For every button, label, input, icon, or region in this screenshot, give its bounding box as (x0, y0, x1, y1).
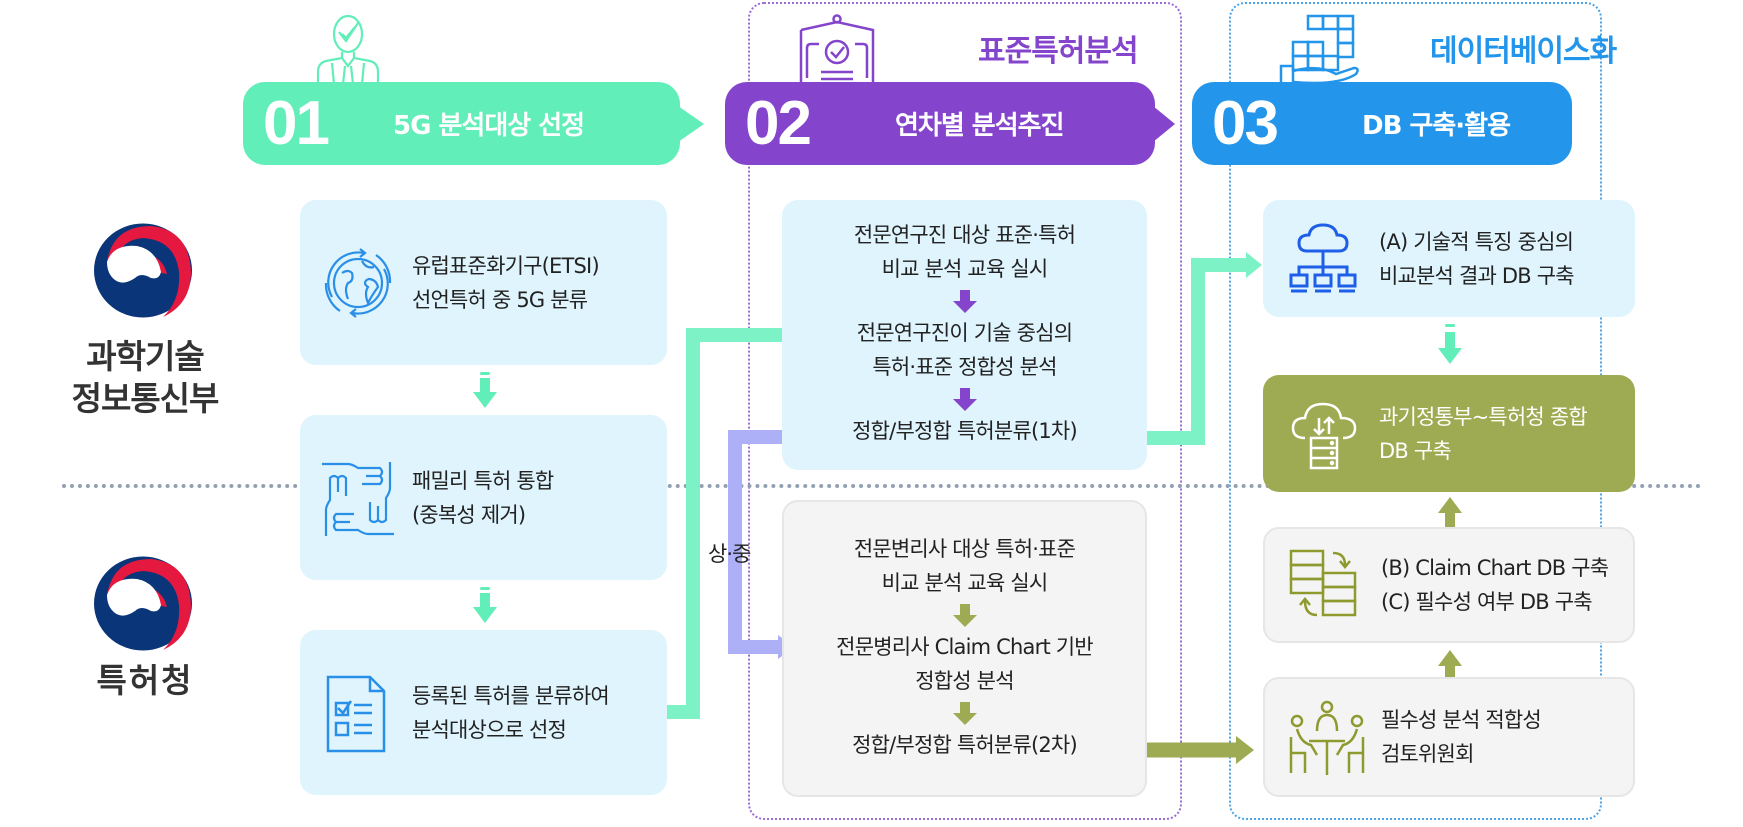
col1-box-etsi: 유럽표준화기구(ETSI) 선언특허 중 5G 분류 (300, 200, 667, 365)
region-title-database: 데이터베이스화 (1430, 34, 1617, 69)
col2-top-box: 전문연구진 대상 표준·특허 비교 분석 교육 실시 전문연구진이 기술 중심의… (782, 200, 1147, 470)
step-02-arrow-tip (1153, 106, 1175, 142)
text-line: DB 구축 (1379, 438, 1452, 463)
certificate-icon (799, 14, 875, 84)
text-line: 전문변리사 대상 특허·표준 (853, 537, 1076, 561)
globe-cycle-icon (324, 247, 392, 318)
msit-name-line2: 정보통신부 (71, 379, 220, 418)
col1-box-classification-text: 등록된 특허를 분류하여 분석대상으로 선정 (412, 679, 610, 747)
cloud-network-icon (1289, 222, 1357, 292)
down-arrow-icon (473, 372, 497, 408)
step-number: 01 (263, 89, 330, 158)
connector-arrowhead (1246, 252, 1262, 278)
region-title-standard-patent: 표준특허분석 (978, 34, 1139, 69)
kipo-emblem-icon (94, 556, 192, 651)
connector-arrowhead (1236, 736, 1254, 764)
col1-box-family-patent-text: 패밀리 특허 통합 (중복성 제거) (412, 464, 554, 532)
col2-bottom-box: 전문변리사 대상 특허·표준 비교 분석 교육 실시 전문병리사 Claim C… (782, 500, 1147, 797)
text-line: 과기정통부~특허청 종합 (1379, 404, 1588, 429)
joined-hands-icon (322, 461, 394, 536)
col3-box-a-text: (A) 기술적 특징 중심의 비교분석 결과 DB 구축 (1379, 225, 1575, 293)
text-line: 유럽표준화기구(ETSI) (412, 253, 600, 278)
col3-box-bc-text: (B) Claim Chart DB 구축 (C) 필수성 여부 DB 구축 (1381, 551, 1609, 619)
down-arrow-icon (473, 587, 497, 623)
text-line: (중복성 제거) (412, 502, 526, 527)
text-line: 전문연구진 대상 표준·특허 (853, 223, 1076, 247)
person-checkmark-icon (316, 14, 380, 84)
text-line: 패밀리 특허 통합 (412, 468, 554, 493)
col1-box-family-patent: 패밀리 특허 통합 (중복성 제거) (300, 415, 667, 580)
text-line: 특허·표준 정합성 분석 (872, 355, 1057, 379)
connector-col2-to-col3-a (1127, 258, 1248, 445)
text-line: 전문연구진이 기술 중심의 (856, 321, 1073, 345)
col1-box-etsi-text: 유럽표준화기구(ETSI) 선언특허 중 5G 분류 (412, 249, 600, 317)
text-line: 검토위원회 (1381, 742, 1474, 766)
database-blocks-hand-icon (1279, 14, 1359, 84)
text-line: 비교분석 결과 DB 구축 (1379, 263, 1575, 288)
col3-box-a: (A) 기술적 특징 중심의 비교분석 결과 DB 구축 (1263, 200, 1635, 317)
text-line: 전문병리사 Claim Chart 기반 (836, 635, 1093, 659)
msit-name: 과학기술 정보통신부 (60, 336, 230, 420)
kipo-name: 특허청 (96, 661, 194, 700)
down-arrow-icon (952, 604, 977, 627)
col3-box-bc: (B) Claim Chart DB 구축 (C) 필수성 여부 DB 구축 (1263, 527, 1635, 643)
step-title: DB 구축·활용 (1362, 111, 1511, 141)
text-line: 등록된 특허를 분류하여 (412, 683, 610, 708)
col3-box-integrated-db-text: 과기정통부~특허청 종합 DB 구축 (1379, 400, 1588, 468)
down-arrow-icon (952, 290, 977, 313)
server-sync-icon (1289, 549, 1357, 617)
branch-label: 상·중 (708, 542, 751, 566)
text-line: (B) Claim Chart DB 구축 (1381, 556, 1609, 580)
text-line: (C) 필수성 여부 DB 구축 (1381, 590, 1593, 614)
text-line: 정합/부정합 특허분류(1차) (852, 419, 1078, 443)
connector-col1-to-col2-top (667, 328, 795, 719)
col1-box-classification: 등록된 특허를 분류하여 분석대상으로 선정 (300, 630, 667, 795)
text-line: 비교 분석 교육 실시 (881, 571, 1049, 595)
standard-patent-analysis-region (748, 2, 1182, 820)
text-line: 선언특허 중 5G 분류 (412, 287, 588, 312)
step-03-header: 03 DB 구축·활용 (1192, 82, 1572, 165)
text-line: (A) 기술적 특징 중심의 (1379, 229, 1574, 254)
checklist-document-icon (326, 675, 386, 752)
cloud-server-sync-icon (1291, 402, 1357, 469)
text-line: 정합/부정합 특허분류(2차) (852, 733, 1078, 757)
msit-name-line1: 과학기술 (86, 337, 204, 376)
step-number: 02 (745, 89, 812, 158)
connector-col2-top-to-bottom (728, 430, 807, 654)
text-line: 분석대상으로 선정 (412, 717, 567, 742)
text-line: 정합성 분석 (915, 669, 1014, 693)
agency-divider-line (62, 484, 1702, 488)
meeting-people-icon (1289, 700, 1365, 775)
step-02-header: 02 연차별 분석추진 (725, 82, 1155, 165)
text-line: 필수성 분석 적합성 (1381, 708, 1542, 732)
down-arrow-icon (952, 388, 977, 411)
col3-box-integrated-db: 과기정통부~특허청 종합 DB 구축 (1263, 375, 1635, 492)
step-01-arrow-tip (678, 106, 704, 142)
msit-emblem-icon (94, 223, 192, 318)
col3-box-committee: 필수성 분석 적합성 검토위원회 (1263, 677, 1635, 797)
step-01-header: 01 5G 분석대상 선정 (243, 82, 680, 165)
col3-box-committee-text: 필수성 분석 적합성 검토위원회 (1381, 703, 1542, 771)
step-number: 03 (1212, 89, 1279, 158)
down-arrow-icon (952, 702, 977, 725)
step-title: 5G 분석대상 선정 (393, 111, 585, 141)
text-line: 비교 분석 교육 실시 (881, 257, 1049, 281)
down-arrow-icon (1438, 324, 1462, 364)
step-title: 연차별 분석추진 (895, 111, 1064, 141)
